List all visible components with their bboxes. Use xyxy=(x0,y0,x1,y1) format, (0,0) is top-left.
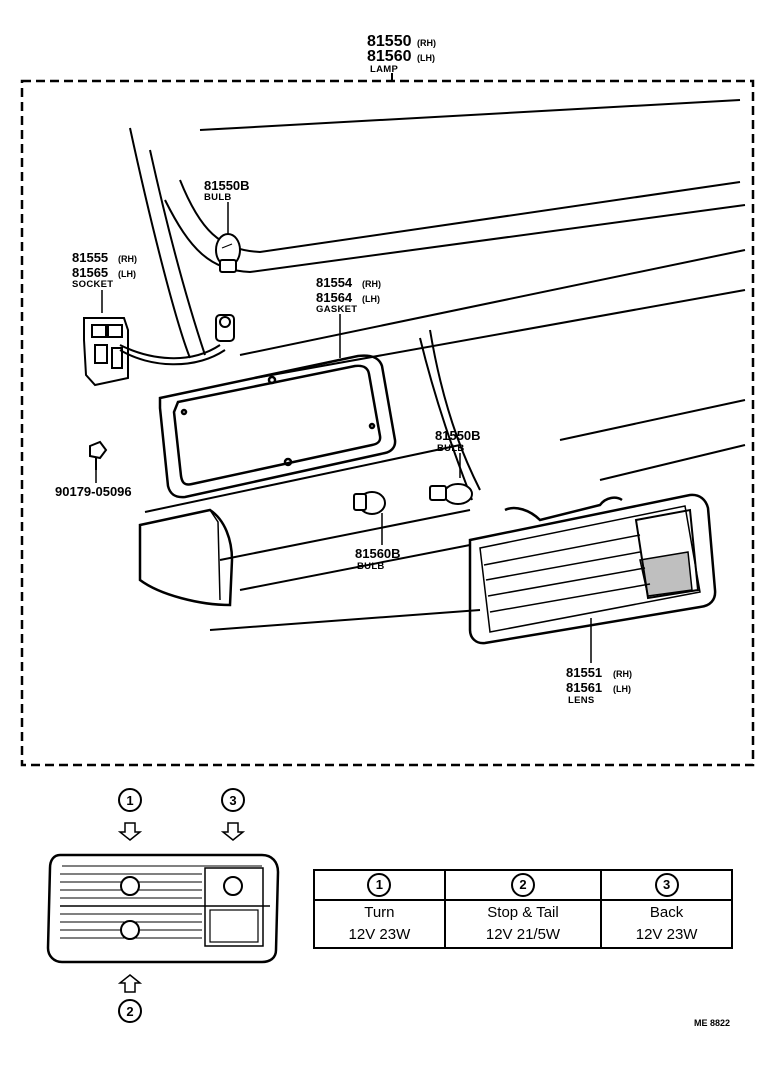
svg-text:3: 3 xyxy=(229,793,236,808)
table-cell-1: Turn 12V 23W xyxy=(313,899,446,949)
gasket-suffix-lh: (LH) xyxy=(362,294,380,304)
screw-drawing xyxy=(89,440,108,470)
function-2: Stop & Tail xyxy=(487,904,559,921)
table-header-3: 3 xyxy=(600,869,733,901)
lamp-suffix-lh: (LH) xyxy=(417,53,435,63)
gasket-drawing xyxy=(158,354,397,499)
screw-code: 90179-05096 xyxy=(55,484,132,499)
bulb-right-name: BULB xyxy=(437,443,465,454)
bulb-right-drawing xyxy=(429,483,473,505)
bulb-top-drawing xyxy=(215,233,241,273)
lens-suffix-rh: (RH) xyxy=(613,669,632,679)
function-3: Back xyxy=(649,904,684,921)
drawing-reference-code: ME 8822 xyxy=(694,1018,731,1028)
marker-2: 2 xyxy=(118,999,142,1023)
socket-code-rh: 81555 xyxy=(72,250,108,265)
gasket-suffix-rh: (RH) xyxy=(362,279,381,289)
socket-name: SOCKET xyxy=(72,279,113,290)
marker-1: 1 xyxy=(118,788,142,812)
arrow-up-2-icon xyxy=(117,974,143,993)
table-cell-2: Stop & Tail 12V 21/5W xyxy=(443,899,603,949)
svg-text:2: 2 xyxy=(126,1004,133,1019)
socket-suffix-lh: (LH) xyxy=(118,269,136,279)
lens-suffix-lh: (LH) xyxy=(613,684,631,694)
marker-3: 3 xyxy=(221,788,245,812)
gasket-code-rh: 81554 xyxy=(316,275,353,290)
table-header-2: 2 xyxy=(443,869,603,901)
arrow-down-1-icon xyxy=(117,822,143,841)
svg-text:1: 1 xyxy=(126,793,133,808)
bumper-end xyxy=(138,508,234,607)
function-1: Turn xyxy=(364,904,395,921)
bulb-top-name: BULB xyxy=(204,192,232,203)
lamp-name: LAMP xyxy=(370,64,398,75)
lamp-code-rh: 81550 xyxy=(367,33,412,50)
table-header-1: 1 xyxy=(313,869,446,901)
bulb-top-code: 81550B xyxy=(204,178,250,193)
bulb-spec-table: 1 2 3 Turn 12V 23W Stop & Tail 12V 21/5W… xyxy=(313,869,733,949)
lens-name: LENS xyxy=(568,695,595,706)
table-cell-3: Back 12V 23W xyxy=(600,899,733,949)
lens-drawing xyxy=(468,493,717,645)
lens-code-lh: 81561 xyxy=(566,680,602,695)
gasket-name: GASKET xyxy=(316,304,357,315)
vehicle-body-outline xyxy=(129,99,746,631)
arrow-down-3-icon xyxy=(220,822,246,841)
spec-3: 12V 23W xyxy=(635,926,698,943)
spec-2: 12V 21/5W xyxy=(485,926,561,943)
socket-code-lh: 81565 xyxy=(72,265,108,280)
bulb-bottom-name: BULB xyxy=(357,561,385,572)
socket-suffix-rh: (RH) xyxy=(118,254,137,264)
gasket-code-lh: 81564 xyxy=(316,290,353,305)
bulb-bottom-code: 81560B xyxy=(355,546,401,561)
bulb-right-code: 81550B xyxy=(435,428,481,443)
lamp-code-lh: 81560 xyxy=(367,48,412,65)
bulb-bottom-drawing xyxy=(353,491,386,515)
lamp-face-diagram xyxy=(46,853,280,964)
spec-1: 12V 23W xyxy=(348,926,411,943)
socket-drawing xyxy=(83,314,235,387)
lens-code-rh: 81551 xyxy=(566,665,602,680)
assembly-boundary xyxy=(20,79,755,767)
lamp-suffix-rh: (RH) xyxy=(417,38,436,48)
